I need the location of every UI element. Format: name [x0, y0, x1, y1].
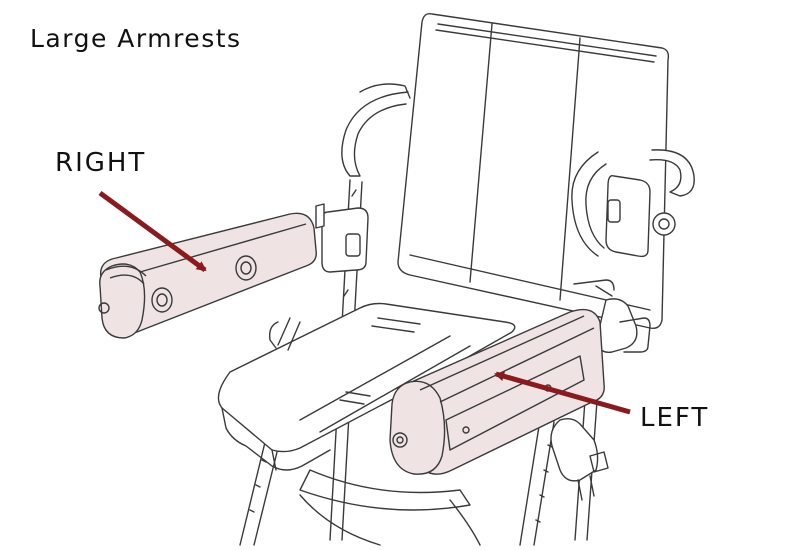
right-callout-arrow	[98, 190, 207, 273]
seat-pan	[217, 302, 516, 471]
bracket-left	[315, 203, 369, 273]
diagram-title: Large Armrests	[30, 24, 242, 53]
right-armrest	[98, 212, 317, 339]
left-callout-arrow	[494, 371, 631, 415]
backrest	[397, 12, 670, 330]
backrest-frame-left	[341, 91, 409, 177]
left-armrest-callout: LEFT	[640, 403, 710, 433]
backrest-frame-right	[649, 149, 695, 197]
front-bracket-right	[550, 417, 599, 482]
left-armrest	[389, 308, 605, 475]
right-armrest-callout: RIGHT	[55, 148, 147, 178]
footrest-crossbar	[299, 469, 471, 511]
front-leg-right	[519, 419, 555, 546]
bracket-right	[605, 175, 676, 258]
